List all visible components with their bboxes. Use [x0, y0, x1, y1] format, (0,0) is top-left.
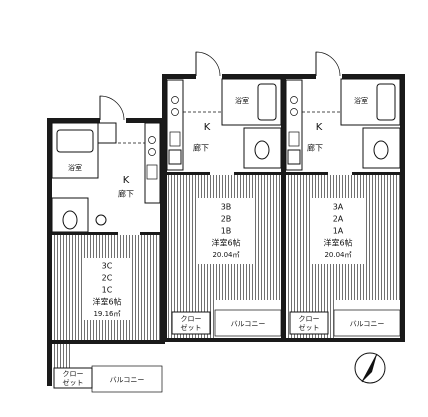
unit-a-hall-label: 廊下: [307, 143, 323, 153]
unit-b-number-2: 2B: [221, 215, 232, 224]
unit-a-number-1: 1A: [333, 227, 344, 236]
unit-c-balcony-label: バルコニー: [110, 376, 145, 384]
unit-c-bottom-wall: [47, 340, 165, 344]
unit-c-room-wall: [52, 232, 160, 235]
stove-icon: [290, 96, 298, 104]
unit-b-number-3: 3B: [221, 203, 232, 212]
unit-b-balcony-label: バルコニー: [231, 320, 266, 328]
unit-c-closet-label-1: クロー: [63, 370, 84, 378]
unit-b-hall-label: 廊下: [193, 143, 209, 153]
unit-c-balcony: [91, 365, 163, 393]
unit-a-bath-label: 浴室: [354, 96, 368, 105]
unit-a-kitchen-counter: [285, 79, 303, 171]
unit-a-balcony-label: バルコニー: [350, 320, 385, 328]
sink-icon: [146, 164, 158, 180]
washing-machine-icon: [97, 122, 117, 144]
unit-a: 浴室 K 廊下 3A 2A 1A 洋室6帖 20.04㎡ クロー ゼット バルコ…: [281, 51, 405, 342]
unit-b-kitchen-label: K: [204, 122, 211, 133]
unit-a-closet-label-2: ゼット: [299, 323, 320, 332]
unit-a-room-label: 洋室6帖: [323, 238, 352, 248]
sink-icon: [169, 131, 181, 147]
unit-c-area: 19.16㎡: [93, 310, 120, 318]
unit-c-kitchen-label: K: [123, 175, 130, 186]
unit-b-number-1: 1B: [221, 227, 232, 236]
unit-b-room-label: 洋室6帖: [211, 238, 240, 248]
unit-b-closet-label-1: クロー: [181, 315, 202, 323]
unit-b-balcony: [214, 309, 282, 337]
unit-c: 浴室 K 廊下 3C 2C 1C 洋室6帖 19.16㎡ クロー ゼット バルコ: [47, 95, 165, 393]
unit-c-number-3: 3C: [102, 262, 113, 271]
unit-c-left-wall: [47, 118, 52, 386]
unit-b-kitchen-counter: [166, 79, 184, 171]
unit-c-number-1: 1C: [102, 286, 113, 295]
washing-machine-icon: [168, 149, 182, 165]
bathtub-icon: [376, 83, 396, 121]
door-swing-icon: [195, 51, 221, 77]
stove-icon: [148, 136, 156, 144]
unit-c-number-2: 2C: [102, 274, 113, 283]
bathtub-icon: [56, 129, 94, 153]
door-swing-icon: [99, 95, 125, 121]
unit-c-closet-label-2: ゼット: [63, 378, 84, 387]
bathtub-icon: [257, 83, 277, 121]
washing-machine-icon: [287, 149, 301, 165]
unit-c-kitchen-counter: [144, 122, 161, 204]
unit-a-kitchen-label: K: [316, 122, 323, 133]
unit-a-closet-label-1: クロー: [299, 315, 320, 323]
unit-a-number-2: 2A: [333, 215, 344, 224]
toilet-icon: [254, 140, 270, 160]
stove-icon: [171, 96, 179, 104]
unit-b-area: 20.04㎡: [212, 251, 239, 259]
north-arrow-icon: [354, 352, 386, 384]
unit-a-area: 20.04㎡: [324, 251, 351, 259]
toilet-icon: [62, 210, 78, 230]
unit-c-hall-label: 廊下: [118, 189, 134, 199]
unit-a-balcony: [333, 309, 401, 337]
unit-c-room-label: 洋室6帖: [92, 297, 121, 307]
sink-icon: [288, 131, 300, 147]
unit-b: 浴室 K 廊下 3B 2B 1B 洋室6帖 20.04㎡ クロー ゼット バルコ…: [162, 51, 286, 342]
unit-b-closet-label-2: ゼット: [181, 323, 202, 332]
unit-c-bath-label: 浴室: [68, 163, 82, 172]
toilet-icon: [373, 140, 389, 160]
door-swing-icon: [315, 51, 341, 77]
unit-b-bath-label: 浴室: [235, 96, 249, 105]
unit-a-number-3: 3A: [333, 203, 344, 212]
